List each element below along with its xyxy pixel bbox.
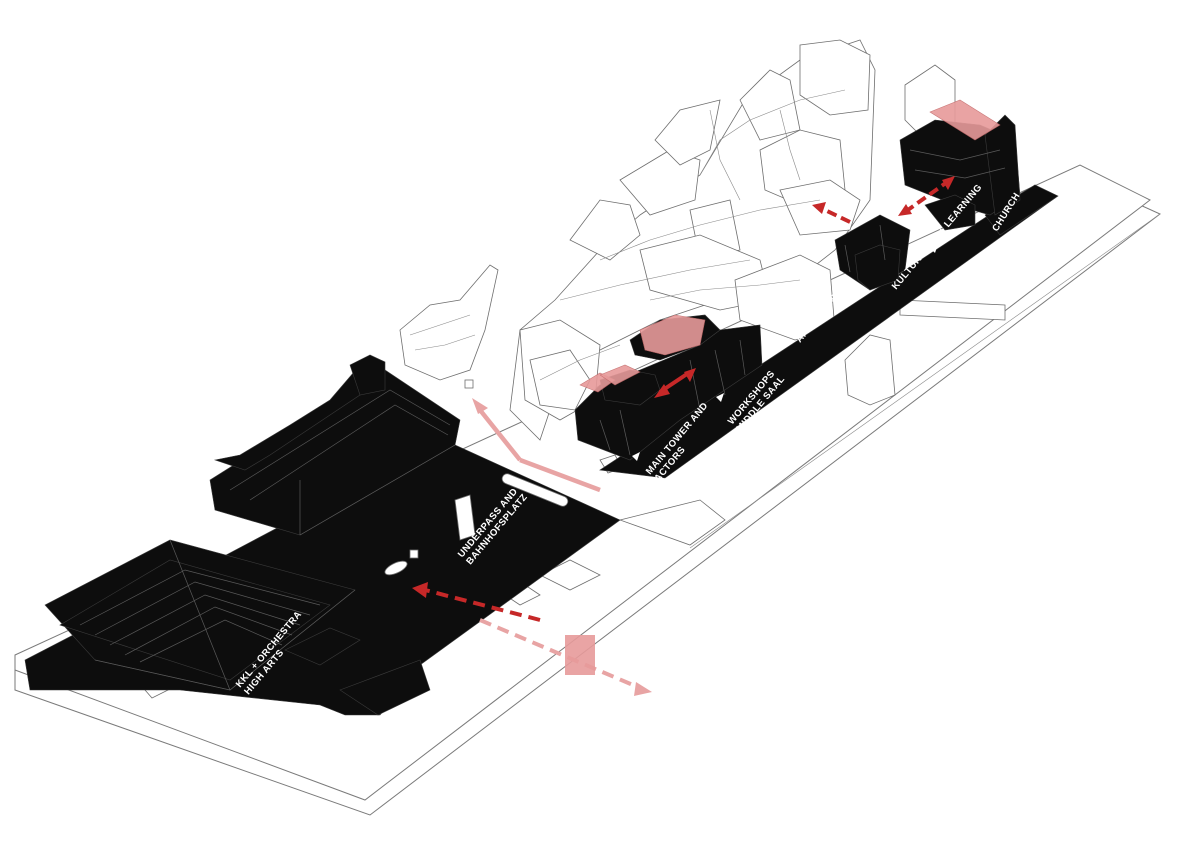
kkl-building [44,539,361,691]
church-building [899,99,1021,231]
circulation-arrows [412,176,955,696]
station-block [209,354,461,536]
context-buildings [144,39,1006,699]
kulturhaus-building [834,214,911,291]
ground-plate [14,164,1161,816]
axis-markers [632,244,938,461]
